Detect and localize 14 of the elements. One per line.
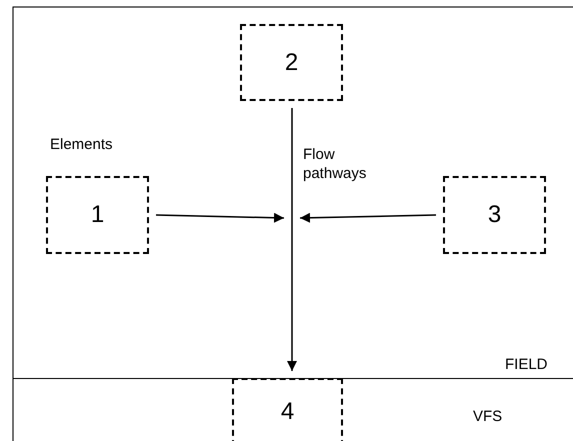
zone-label: FIELD	[505, 355, 549, 374]
dashed-box	[443, 176, 546, 254]
group-label: Elements	[50, 135, 114, 154]
box-number: 1	[90, 201, 104, 229]
box-number: 2	[284, 48, 298, 76]
arrow	[287, 108, 297, 371]
dashed-box	[46, 176, 149, 254]
arrow	[156, 212, 284, 223]
box-number: 4	[280, 398, 294, 426]
box-number: 3	[488, 201, 502, 229]
arrow	[300, 212, 436, 223]
zone-label: VFS	[473, 407, 504, 426]
dashed-box	[240, 24, 343, 101]
flow-label: Flow pathways	[303, 145, 368, 183]
